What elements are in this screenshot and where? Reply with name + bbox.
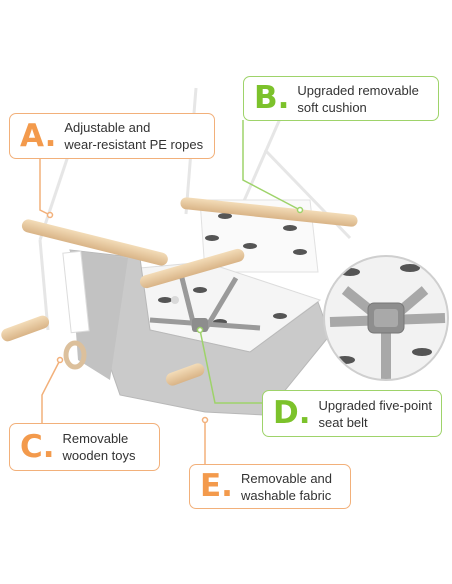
callout-c-letter: C. (20, 428, 55, 465)
callout-d: D. Upgraded five-point seat belt (262, 390, 442, 437)
callout-a: A. Adjustable and wear-resistant PE rope… (9, 113, 215, 159)
callout-d-line2: seat belt (318, 414, 368, 430)
wooden-toy (62, 250, 90, 370)
front-wooden-bar (139, 248, 245, 289)
callout-b-line2: soft cushion (297, 99, 367, 115)
side-wooden-bar (21, 219, 168, 266)
callout-d-line1: Upgraded five-point (318, 397, 432, 413)
seat-belt-zoom (323, 255, 449, 381)
callout-a-letter: A. (20, 117, 57, 154)
callout-d-letter: D. (273, 395, 311, 431)
callout-c-line2: wooden toys (62, 448, 136, 463)
callout-a-line1: Adjustable and (64, 120, 151, 135)
callout-a-line2: wear-resistant PE ropes (64, 137, 204, 152)
seat-body (139, 261, 322, 353)
callout-b: B. Upgraded removable soft cushion (243, 76, 439, 121)
left-wooden-bar (1, 315, 50, 342)
upper-wooden-bar (180, 197, 358, 227)
callout-connectors (39, 120, 304, 475)
callout-c: C. Removable wooden toys (9, 423, 160, 471)
callout-e-line2: washable fabric (240, 487, 332, 503)
callout-e: E. Removable and washable fabric (189, 464, 351, 509)
callout-b-letter: B. (254, 80, 290, 116)
callout-e-letter: E. (200, 468, 233, 504)
callout-b-line1: Upgraded removable (297, 82, 419, 98)
callout-e-line1: Removable and (240, 470, 333, 486)
callout-c-line1: Removable (62, 431, 129, 446)
bottom-wooden-bar (165, 363, 205, 386)
